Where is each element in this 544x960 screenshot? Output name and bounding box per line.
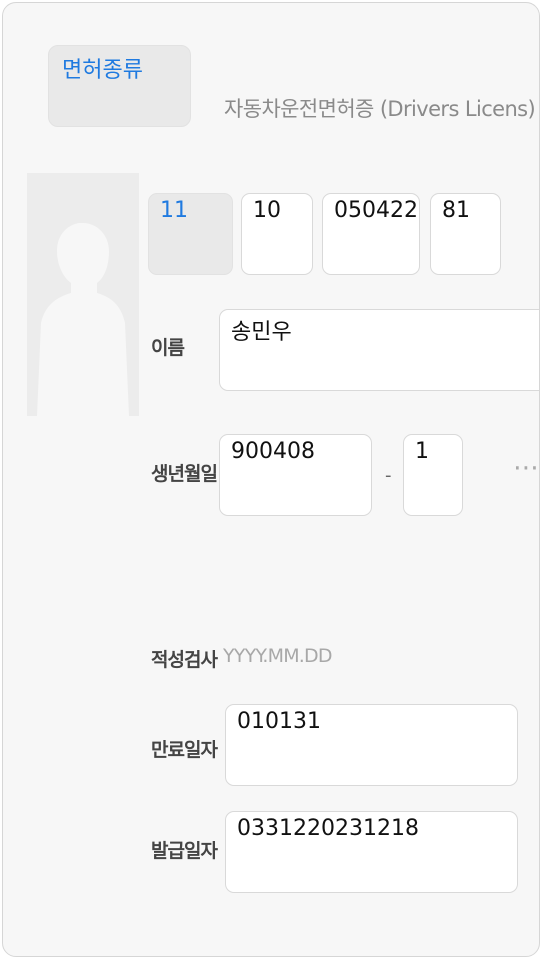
expiry-field[interactable]: 010131 xyxy=(225,704,518,786)
license-number-region[interactable]: 11 xyxy=(148,193,233,275)
license-number-check[interactable]: 81 xyxy=(430,193,501,275)
license-number-year-value: 10 xyxy=(253,198,281,223)
birth-label: 생년월일 xyxy=(151,463,218,485)
person-silhouette-icon xyxy=(37,223,129,416)
birth-gender-value: 1 xyxy=(415,439,429,464)
name-field[interactable]: 송민우 xyxy=(219,309,539,391)
more-dots-icon: ⋯ xyxy=(513,453,540,483)
expiry-value: 010131 xyxy=(237,709,321,734)
issue-label: 발급일자 xyxy=(151,840,218,862)
license-number-serial-value: 050422 xyxy=(334,198,418,223)
birth-date-value: 900408 xyxy=(231,439,315,464)
name-label: 이름 xyxy=(151,337,185,359)
license-number-year[interactable]: 10 xyxy=(241,193,313,275)
card-title: 자동차운전면허증 (Drivers Licens) xyxy=(224,97,536,121)
license-type-label: 면허종류 xyxy=(62,58,143,83)
birth-separator: - xyxy=(385,465,392,486)
aptitude-test-input[interactable]: YYYY.MM.DD xyxy=(223,645,333,667)
license-number-check-value: 81 xyxy=(442,198,470,223)
issue-value: 0331220231218 xyxy=(237,816,419,841)
license-type-selector[interactable]: 면허종류 xyxy=(48,45,191,127)
expiry-label: 만료일자 xyxy=(151,739,218,761)
license-number-serial[interactable]: 050422 xyxy=(322,193,420,275)
birth-gender-field[interactable]: 1 xyxy=(403,434,463,516)
name-value: 송민우 xyxy=(231,320,292,345)
issue-field[interactable]: 0331220231218 xyxy=(225,811,518,893)
birth-date-field[interactable]: 900408 xyxy=(219,434,372,516)
aptitude-test-label: 적성검사 xyxy=(151,649,218,671)
license-number-region-value: 11 xyxy=(160,198,188,223)
photo-placeholder[interactable] xyxy=(27,173,139,416)
